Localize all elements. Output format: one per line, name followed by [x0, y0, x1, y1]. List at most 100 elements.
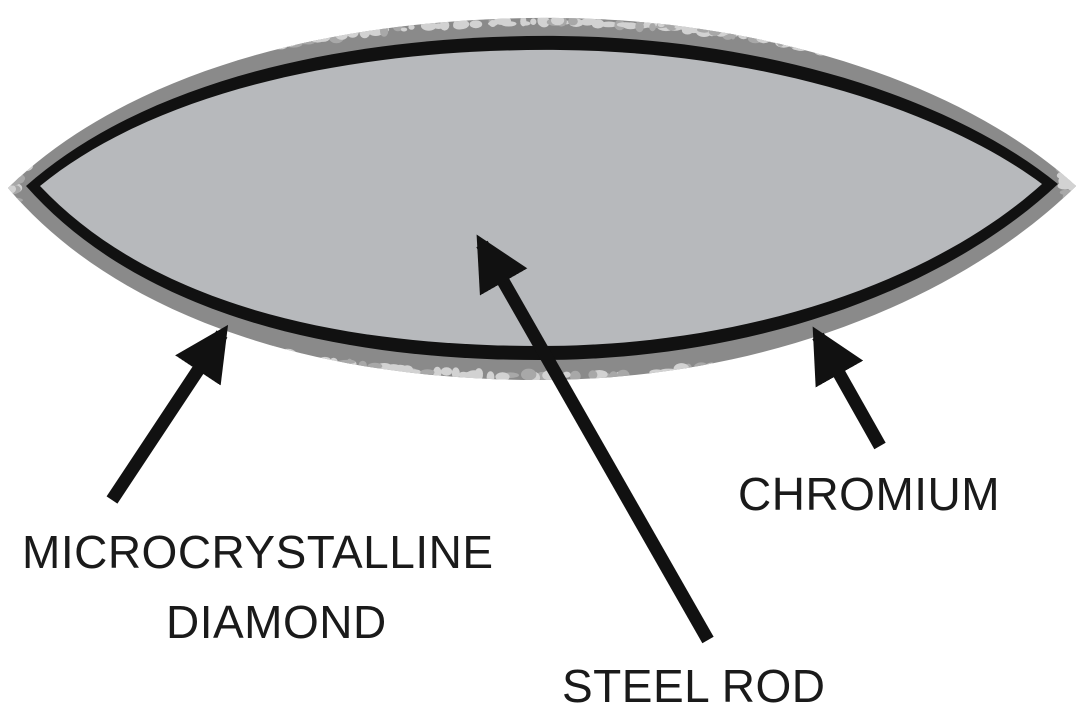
- diamond-grain: [616, 22, 634, 28]
- diamond-grain: [66, 112, 84, 118]
- diamond-grain: [975, 294, 983, 303]
- diamond-grain: [521, 368, 537, 380]
- diamond-grain: [844, 336, 852, 347]
- diamond-grain: [804, 348, 812, 355]
- diamond-grain: [182, 325, 191, 337]
- diamond-grain: [964, 89, 972, 99]
- diamond-grain: [453, 19, 470, 30]
- diamond-grain: [1007, 115, 1018, 126]
- diamond-grain: [1053, 161, 1060, 167]
- diamond-grain: [1033, 136, 1045, 142]
- diamond-grain: [840, 341, 852, 346]
- diamond-grain: [1059, 214, 1072, 227]
- diamond-grain: [249, 46, 259, 56]
- diamond-grain: [878, 330, 896, 337]
- diamond-grain: [226, 48, 239, 61]
- diamond-grain: [1057, 226, 1068, 233]
- diamond-grain: [649, 23, 656, 32]
- diamond-grain: [256, 346, 265, 352]
- diamond-grain: [1047, 149, 1063, 158]
- diamond-grain: [889, 65, 904, 74]
- diamond-grain: [874, 330, 885, 342]
- diamond-grain: [161, 318, 173, 328]
- diamond-grain: [116, 302, 123, 308]
- diamond-grain: [173, 64, 188, 75]
- diamond-grain: [23, 233, 33, 243]
- diamond-grain: [937, 312, 945, 321]
- diamond-grain: [1004, 274, 1012, 286]
- diamond-grain: [609, 371, 618, 379]
- diamond-grain: [78, 110, 88, 116]
- diamond-grain: [135, 311, 149, 318]
- diamond-grain: [990, 285, 999, 293]
- diamond-grain: [963, 91, 972, 99]
- diamond-grain: [918, 315, 936, 325]
- diamond-grain: [992, 284, 1002, 289]
- diamond-grain: [47, 128, 54, 140]
- diamond-grain: [1002, 109, 1018, 119]
- diamond-grain: [280, 348, 296, 357]
- diamond-grain: [840, 53, 858, 60]
- diamond-grain: [1042, 146, 1055, 154]
- chromium-arrow: [812, 326, 886, 450]
- diamond-grain: [784, 40, 797, 47]
- diamond-grain: [938, 78, 956, 89]
- diamond-grain: [791, 352, 805, 358]
- diamond-arrow: [106, 324, 229, 504]
- diamond-grain: [757, 357, 768, 366]
- diamond-grain: [54, 119, 65, 129]
- diamond-grain: [588, 370, 598, 380]
- diamond-grain: [117, 300, 135, 312]
- diamond-grain: [47, 263, 63, 273]
- diamond-grain: [860, 337, 869, 343]
- diamond-grain: [203, 56, 218, 67]
- diamond-grain: [847, 335, 858, 347]
- diamond-grain: [870, 330, 885, 342]
- diamond-grain: [843, 337, 858, 347]
- diamond-grain: [833, 48, 846, 54]
- diamond-grain: [725, 360, 737, 371]
- diamond-grain: [1038, 138, 1054, 144]
- diamond-grain: [12, 206, 23, 215]
- diamond-grain: [1039, 244, 1051, 255]
- diamond-grain: [1054, 215, 1073, 222]
- diamond-grain: [92, 100, 101, 111]
- diamond-grain: [12, 165, 23, 171]
- diamond-grain: [970, 294, 986, 301]
- diamond-grain: [673, 363, 690, 376]
- diamond-grain: [878, 331, 885, 338]
- diamond-grain: [25, 237, 36, 244]
- diamond-grain: [815, 46, 825, 52]
- diamond-grain: [969, 297, 980, 309]
- diamond-grain: [921, 73, 934, 80]
- diamond-grain: [932, 312, 945, 322]
- diamond-grain: [46, 126, 62, 138]
- diamond-grain: [131, 83, 140, 91]
- diamond-grain: [1058, 175, 1071, 187]
- diamond-grain: [1043, 242, 1054, 253]
- diamond-grain: [928, 313, 940, 326]
- diamond-grain: [990, 280, 1007, 292]
- diamond-grain: [792, 40, 810, 51]
- diamond-grain: [1055, 235, 1068, 245]
- diamond-grain: [319, 356, 331, 363]
- diamond-grain: [1024, 263, 1040, 270]
- diamond-grain: [1045, 144, 1061, 155]
- diamond-grain: [1058, 226, 1074, 232]
- diamond-grain: [970, 297, 989, 304]
- diamond-grain: [864, 332, 874, 344]
- diamond-grain: [743, 358, 757, 368]
- diamond-grain: [116, 87, 127, 95]
- diamond-grain: [910, 320, 926, 329]
- diamond-grain: [892, 325, 906, 333]
- diamond-grain: [1070, 210, 1076, 218]
- diamond-grain: [806, 44, 817, 49]
- diamond-grain: [358, 360, 367, 371]
- diamond-grain: [988, 106, 1003, 112]
- diamond-grain: [194, 61, 207, 68]
- diamond-grain: [730, 27, 736, 40]
- diamond-grain: [1064, 196, 1075, 203]
- diamond-grain: [980, 99, 993, 107]
- diamond-grain: [1057, 157, 1067, 165]
- diamond-grain: [813, 43, 829, 56]
